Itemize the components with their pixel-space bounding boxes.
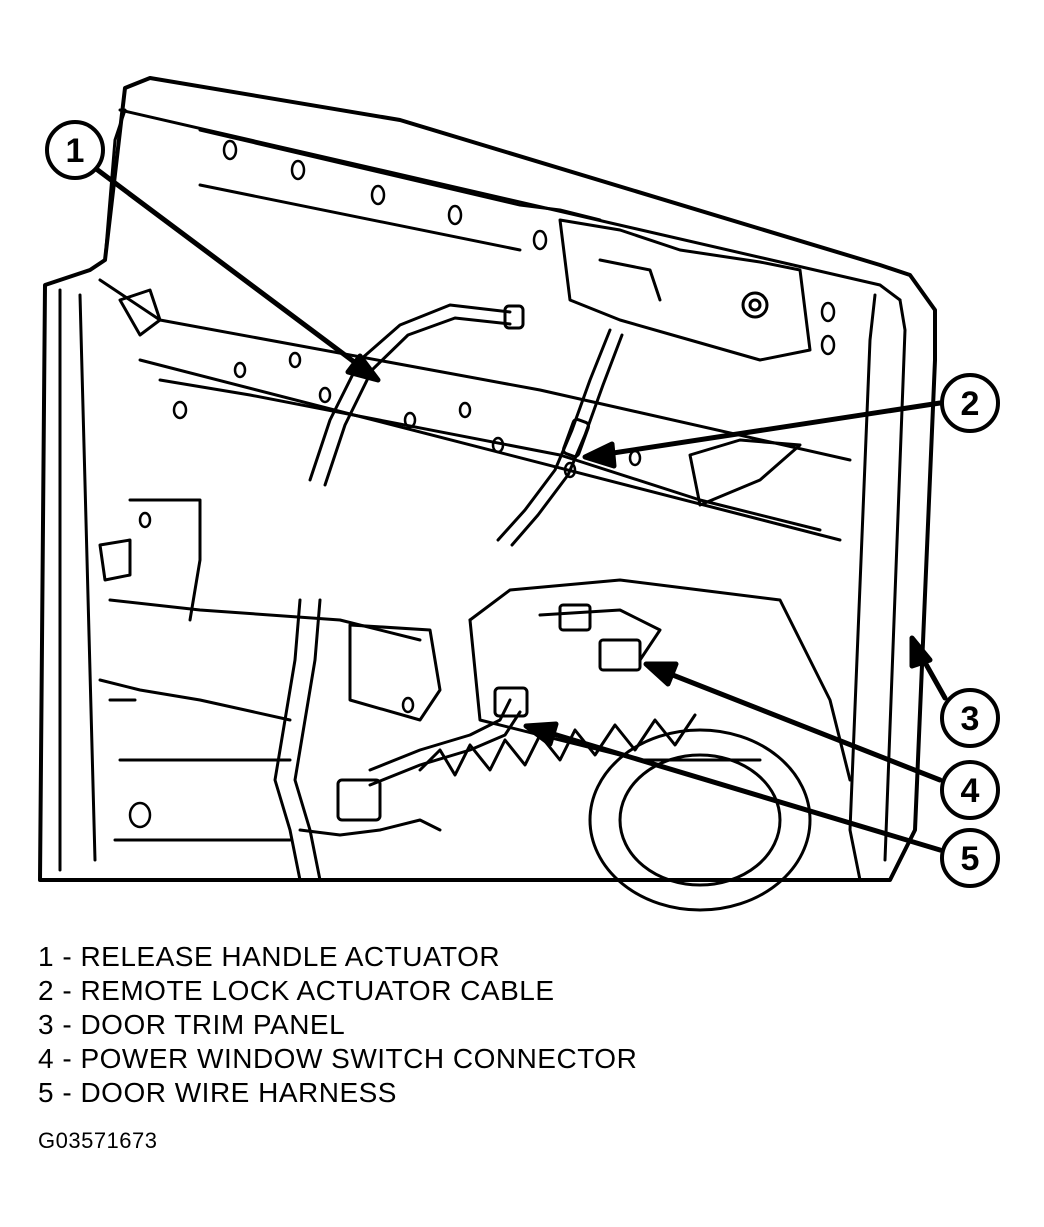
release-handle-actuator-cable	[308, 303, 525, 487]
arrowhead-2	[582, 441, 617, 469]
leader-line-5	[537, 727, 943, 853]
svg-text:1: 1	[66, 132, 85, 170]
svg-text:4: 4	[961, 772, 980, 810]
leader-lines	[92, 165, 948, 853]
arrowhead-5	[523, 721, 559, 747]
legend-item: 4 - POWER WINDOW SWITCH CONNECTOR	[38, 1043, 638, 1074]
leader-line-4	[657, 667, 943, 783]
callout-5: 5	[940, 828, 1000, 888]
callout-1: 1	[45, 120, 105, 180]
door-trim-panel	[38, 76, 937, 912]
callout-2: 2	[940, 373, 1000, 433]
power-window-switch-connector	[538, 603, 662, 672]
arrowhead-3	[909, 635, 933, 669]
leader-line-1	[92, 165, 368, 373]
callout-4: 4	[940, 760, 1000, 820]
legend-item: 5 - DOOR WIRE HARNESS	[38, 1077, 397, 1108]
legend: 1 - RELEASE HANDLE ACTUATOR 2 - REMOTE L…	[38, 940, 637, 1110]
legend-item: 1 - RELEASE HANDLE ACTUATOR	[38, 941, 501, 972]
svg-text:3: 3	[961, 700, 980, 738]
arrowhead-1	[345, 353, 381, 383]
leader-line-2	[597, 400, 943, 458]
svg-text:2: 2	[961, 385, 980, 423]
callout-3: 3	[940, 688, 1000, 748]
legend-item: 2 - REMOTE LOCK ACTUATOR CABLE	[38, 975, 555, 1006]
svg-text:5: 5	[961, 840, 980, 878]
figure-id: G03571673	[38, 1128, 158, 1153]
door-wire-harness	[273, 598, 529, 882]
remote-lock-actuator-cable	[496, 328, 624, 547]
arrowhead-4	[643, 661, 679, 687]
door-panel-illustration: 1 2 3 4 5	[38, 76, 1000, 912]
legend-item: 3 - DOOR TRIM PANEL	[38, 1009, 346, 1040]
